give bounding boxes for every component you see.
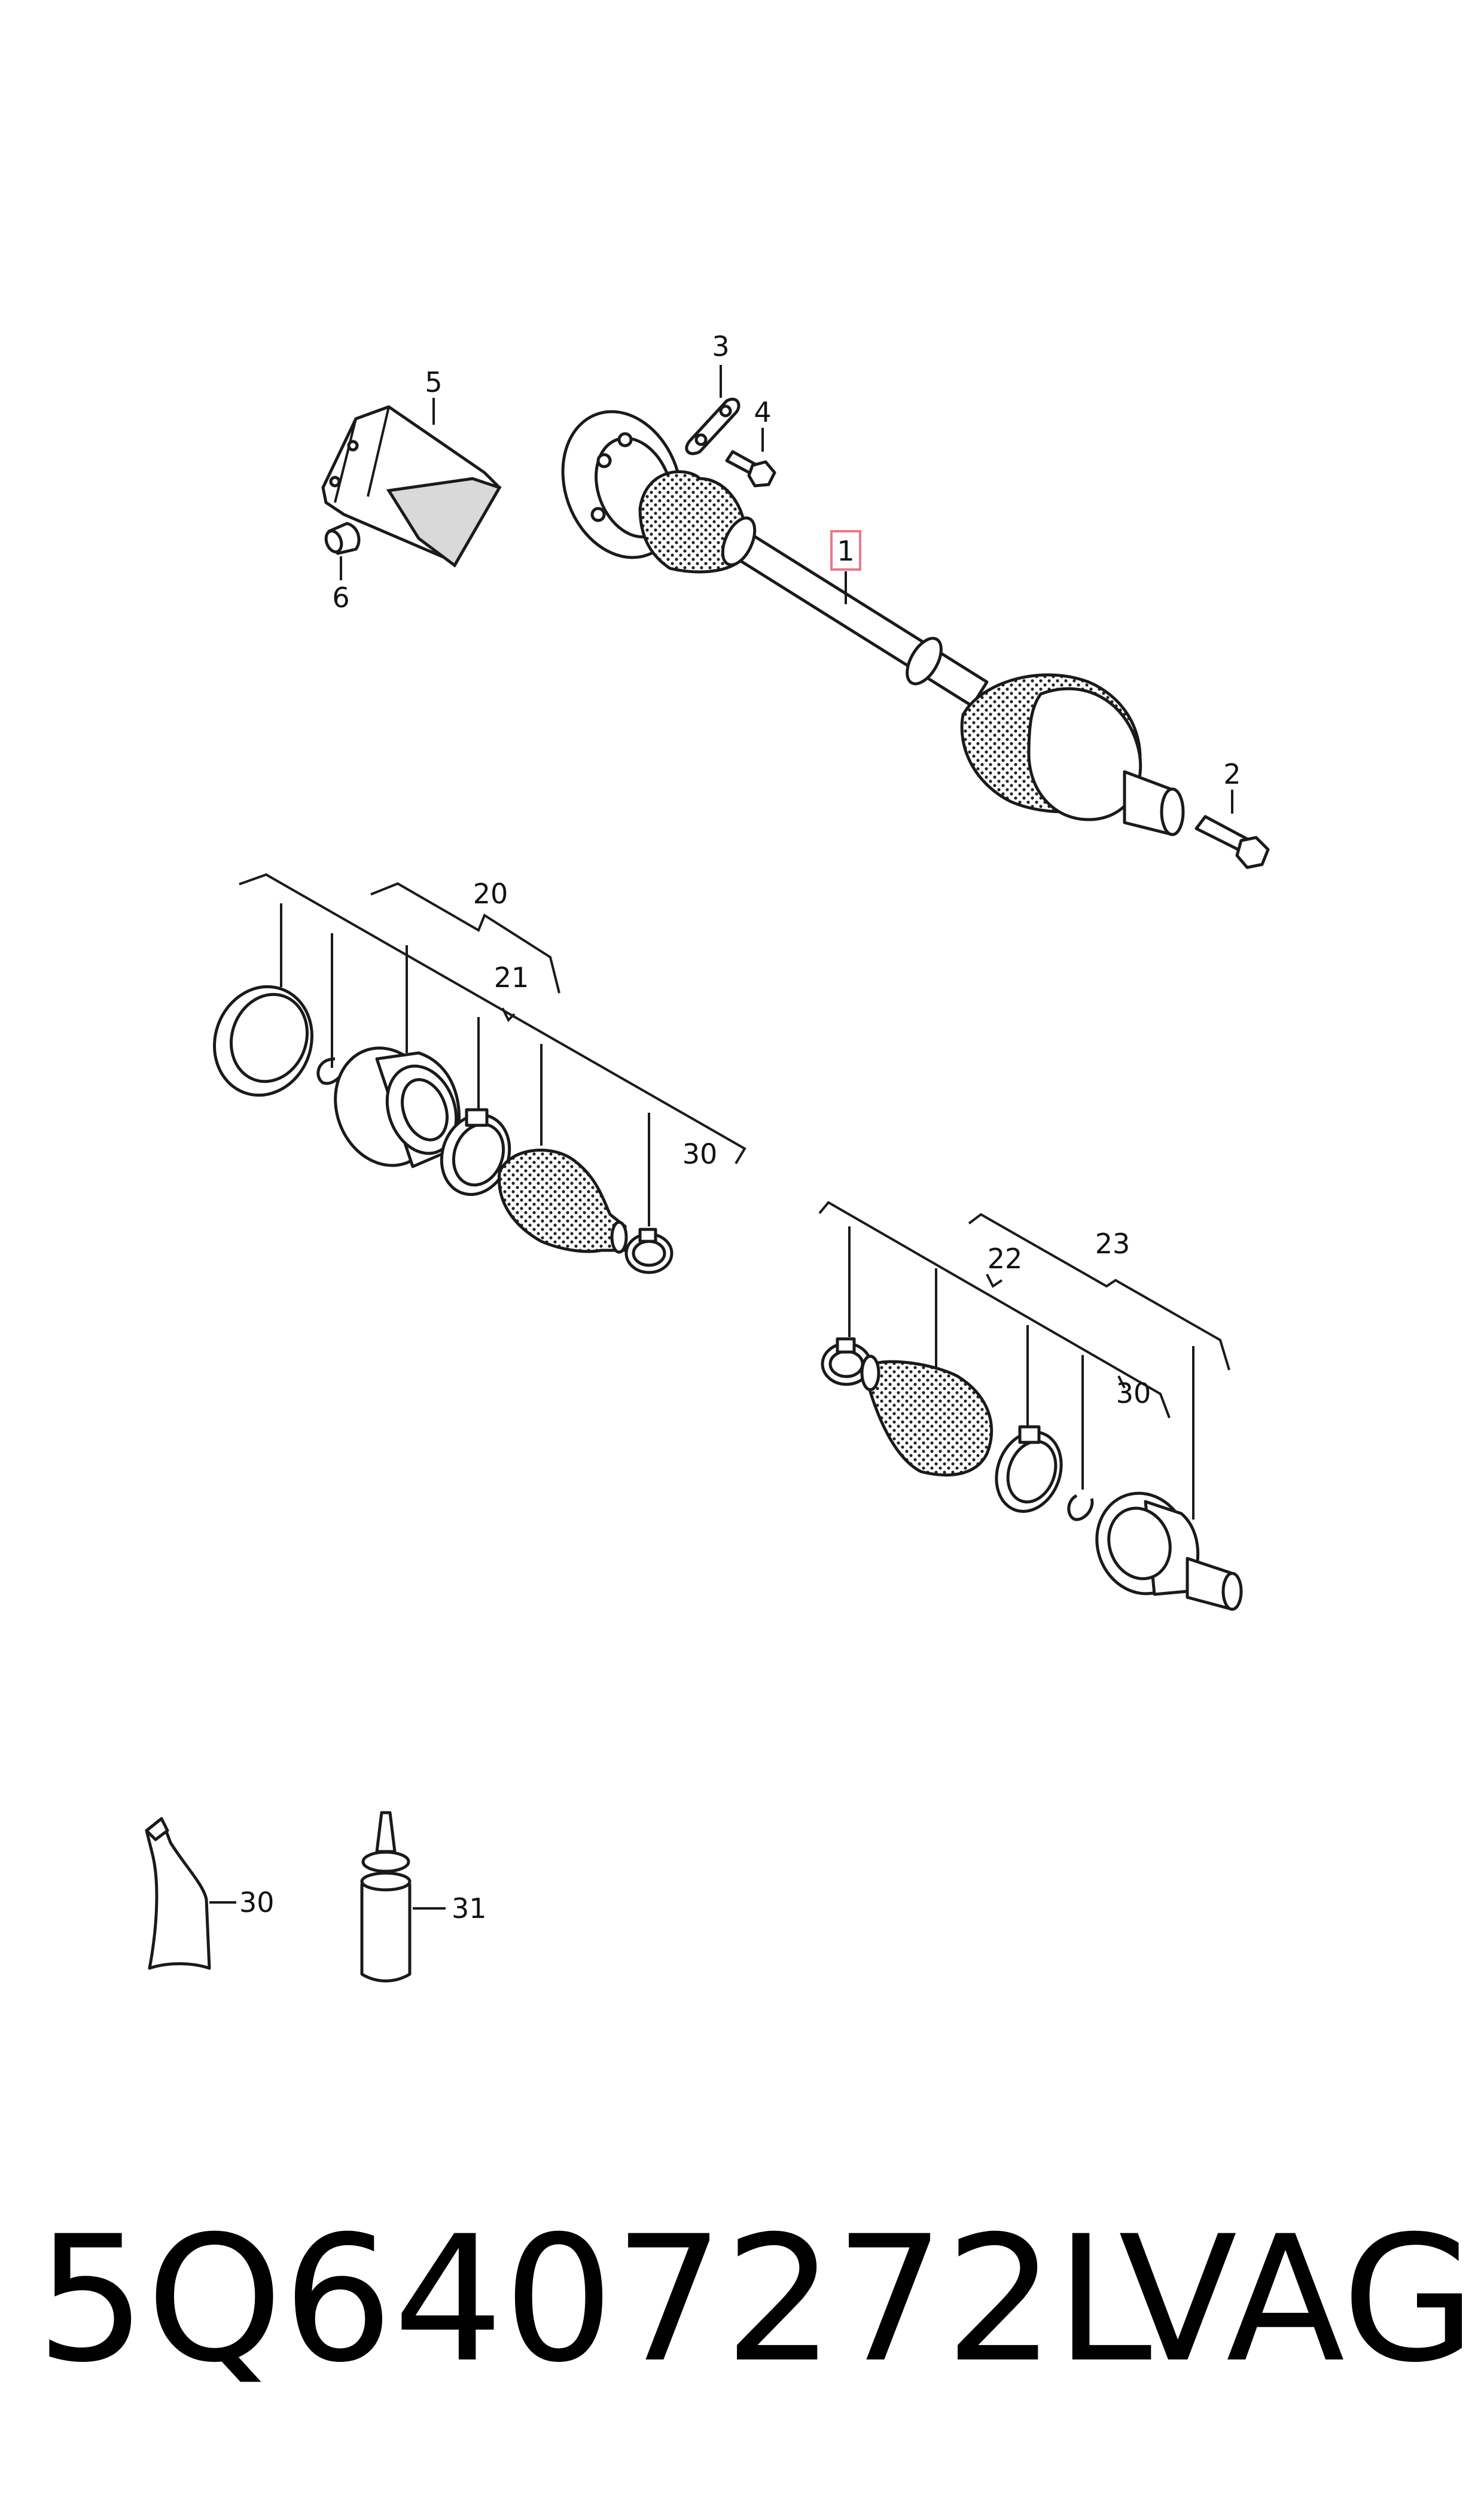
outer-joint-bracket-lines [818, 1201, 1230, 1520]
callout-3: 3 [712, 330, 729, 363]
drive-shaft[interactable] [543, 395, 1185, 836]
callout-4: 4 [754, 396, 771, 428]
callout-22: 22 [988, 1243, 1023, 1275]
callout-21: 21 [494, 961, 529, 994]
callout-2: 2 [1223, 758, 1241, 790]
outer-cv-joint-part[interactable] [1083, 1480, 1243, 1611]
bolt-part-2[interactable]: 2 [1194, 758, 1270, 869]
outer-clamp-small-part[interactable] [821, 1337, 872, 1386]
inner-joint-bracket-lines [239, 873, 746, 1226]
outer-circlip-part[interactable] [1067, 1494, 1094, 1521]
callout-20: 20 [473, 878, 508, 910]
clamp-part-large[interactable] [431, 1105, 520, 1204]
lock-plate-part-3[interactable]: 3 [685, 330, 741, 455]
brand-caption: VAG [1119, 2199, 1476, 2401]
callout-6: 6 [332, 581, 349, 614]
exploded-view-diagram: 1 2 3 4 5 6 [145, 330, 1270, 1983]
grease-tube-part-30[interactable]: 30 [145, 1817, 275, 1970]
callout-1-highlight: 1 [830, 530, 861, 604]
callout-30c: 30 [239, 1886, 275, 1919]
callout-30b: 30 [1116, 1377, 1151, 1409]
heat-shield-part-5[interactable]: 5 [321, 366, 502, 568]
callout-1: 1 [837, 535, 854, 567]
inner-boot-part[interactable] [497, 1149, 628, 1254]
sealant-bottle-part-31[interactable]: 31 [360, 1811, 487, 1983]
outer-clamp-large-part[interactable] [986, 1423, 1072, 1520]
plug-part-6[interactable]: 6 [324, 522, 361, 614]
inner-cv-joint-part[interactable] [319, 1034, 468, 1180]
callout-30a: 30 [682, 1138, 718, 1170]
clamp-part-small[interactable] [624, 1228, 674, 1274]
callout-5: 5 [425, 366, 442, 398]
bolt-part-4[interactable]: 4 [725, 396, 776, 488]
part-number-caption: 5Q6407272L [36, 2199, 1152, 2401]
outer-boot-part[interactable] [860, 1354, 994, 1477]
callout-31: 31 [452, 1892, 487, 1925]
gasket-part[interactable] [199, 973, 327, 1109]
callout-23: 23 [1095, 1228, 1130, 1260]
